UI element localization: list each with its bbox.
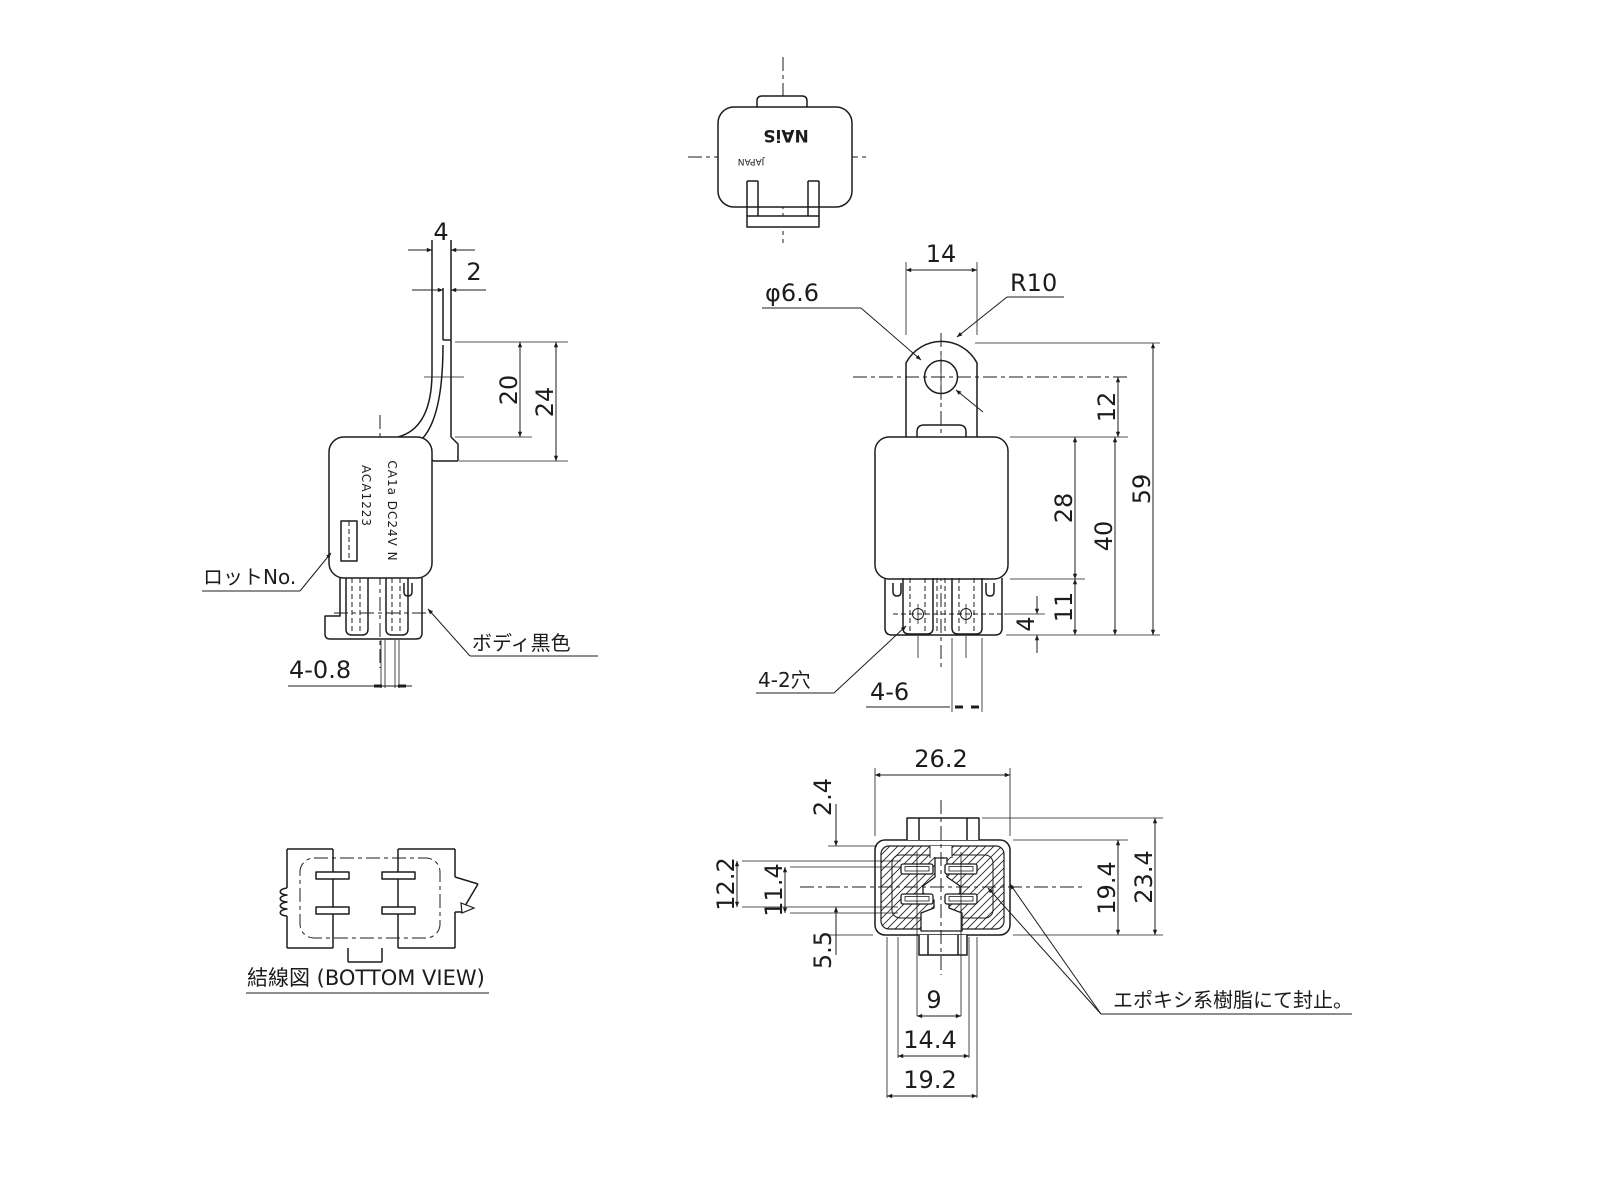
mounting-hole: [923, 359, 959, 395]
coil-circuit: [286, 848, 333, 949]
dim-11: 11: [1050, 592, 1078, 623]
brand-marking: NAiS: [763, 125, 808, 145]
dim-19-4: 19.4: [1093, 861, 1121, 914]
dim-24: 24: [531, 387, 559, 418]
origin-marking: JAPAN: [738, 156, 765, 166]
bottom-top-tab: [906, 817, 980, 840]
epoxy-seal-label: エポキシ系樹脂にて封止。: [1113, 988, 1353, 1012]
schematic-body-outline: [299, 857, 441, 939]
dim-hole-diameter: φ6.6: [765, 279, 819, 307]
dim-28: 28: [1050, 493, 1078, 524]
schematic-blades: [315, 871, 416, 915]
contact-arrow: [460, 902, 476, 914]
dim-blade-width: 4-6: [870, 678, 909, 706]
side-view: CA1a DC24V N ACA1223 4 2 20 24 4-0.8 ロット…: [202, 218, 598, 688]
dim-26-2: 26.2: [914, 745, 967, 773]
dim-59: 59: [1128, 474, 1156, 505]
top-bracket-bar: [746, 215, 820, 228]
dim-20: 20: [495, 375, 523, 406]
dim-12: 12: [1093, 392, 1121, 423]
top-tab-outline: [756, 95, 808, 107]
dim-40: 40: [1090, 521, 1118, 552]
dim-terminal-thickness: 4-0.8: [289, 656, 351, 684]
center-molding: [920, 857, 963, 932]
bottom-bottom-tab: [918, 935, 968, 956]
dim-radius: R10: [1010, 269, 1057, 297]
dim-14-4: 14.4: [903, 1026, 956, 1054]
top-view: NAiS JAPAN: [688, 57, 870, 243]
front-view: 4-6 4-2穴 14 φ6.6 R10 12 28 40 59 11 4: [756, 240, 1160, 712]
contact-circuit: [397, 848, 455, 949]
coil-symbol: [279, 887, 288, 917]
bottom-view: 26.2 12.2 11.4 2.4 5.5 19.4 23.4 9 14.4 …: [712, 745, 1353, 1099]
front-mounting-tab: [905, 340, 978, 472]
top-bracket-legs: [746, 180, 820, 216]
dim-tab-width-front: 14: [926, 240, 957, 268]
schematic-bottom-view: 結線図 (BOTTOM VIEW): [246, 848, 489, 994]
terminal-holes-label: 4-2穴: [758, 668, 811, 692]
dim-23-4: 23.4: [1130, 850, 1158, 903]
dim-4: 4: [1012, 616, 1040, 631]
dim-9: 9: [926, 986, 941, 1014]
front-body-outline: [874, 436, 1009, 580]
schematic-title: 結線図 (BOTTOM VIEW): [247, 966, 485, 990]
side-tab: [431, 240, 452, 437]
dim-5-5: 5.5: [809, 931, 837, 969]
body-marking-line1: CA1a DC24V N: [385, 460, 399, 561]
side-terminal-block: [324, 578, 423, 640]
dim-tab-width-side: 4: [433, 218, 448, 246]
front-terminal-block: [884, 578, 1003, 636]
dim-tab-offset: 2: [466, 258, 481, 286]
body-marking-line2: ACA1223: [359, 465, 373, 527]
dim-12-2: 12.2: [712, 857, 740, 910]
dim-11-4: 11.4: [760, 863, 788, 916]
lot-number-label: ロットNo.: [203, 565, 296, 589]
dim-2-4: 2.4: [809, 778, 837, 816]
body-color-label: ボディ黒色: [472, 631, 571, 655]
dim-19-2: 19.2: [903, 1066, 956, 1094]
contact-switch: [454, 849, 479, 948]
